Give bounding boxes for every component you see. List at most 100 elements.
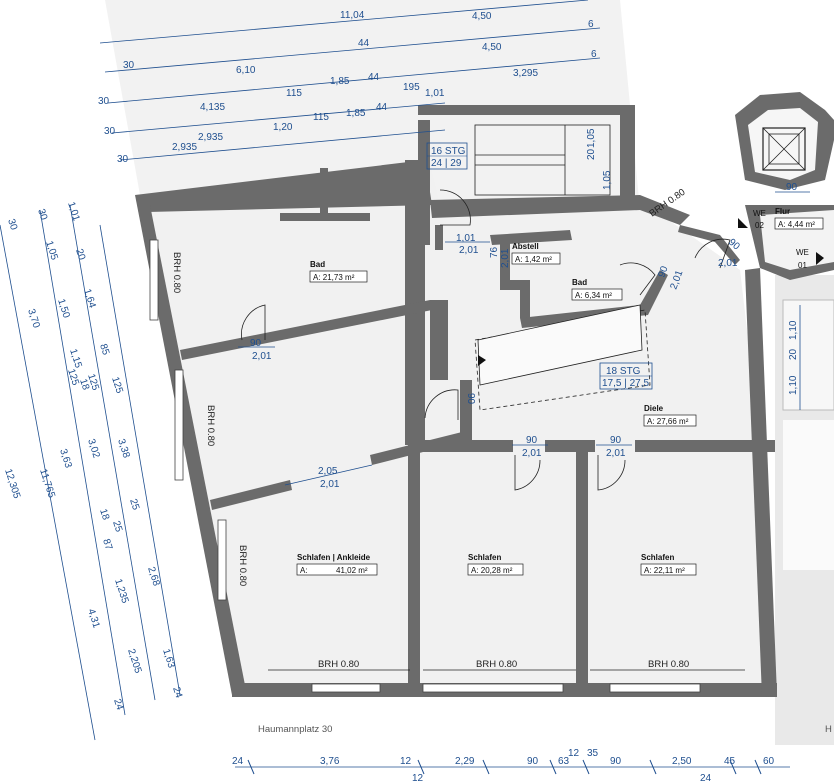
brh-bad-west: BRH 0.80 [171,252,182,293]
left-dim-12: 20 [73,248,87,262]
room-flur-area: A: 4,44 m² [778,220,815,229]
dim-top-11: 1,85 [330,76,350,87]
bottom-dim-4: 2,29 [455,756,475,767]
dim-top-16: 6 [591,49,597,60]
room-abstell-name: Abstell [512,242,539,251]
room-flur-name: Flur [775,207,790,216]
room-diele-name: Diele [644,404,664,413]
wall-west [135,195,245,695]
dim-top-10: 115 [286,88,302,99]
brh-bedroom-west: BRH 0.80 [237,545,248,586]
dim-top-8: 30 [98,96,110,107]
dim-top-17: 30 [104,126,116,137]
abstell-door-height: 2,01 [500,248,511,268]
dim-top-22: 44 [376,102,388,113]
dim-top-2: 4,50 [472,11,492,22]
stair-dim-2: 20 [586,148,597,160]
door-1-width: 90 [250,338,262,349]
wall-diele-left [460,380,472,440]
brh-bedroom-1-south: BRH 0.80 [318,659,359,670]
left-dim-14: 85 [97,343,111,357]
right-dims: 1,10 20 1,10 [788,305,801,410]
left-dim-15: 1,15 [67,348,84,370]
right-dim-1: 1,10 [788,320,799,340]
dim-top-24: 2,935 [172,142,197,153]
wall-abstell-bottom [500,280,530,290]
neighbor-room-2 [783,420,834,570]
left-dim-30: 24 [170,686,184,700]
neighbor-room [782,299,834,411]
left-dim-3: 12,305 [2,468,22,501]
wall-stair-top [418,105,628,115]
room-bad-large-name: Bad [310,260,325,269]
door-swings [241,189,731,491]
room-schlafen-mid-area: A: 20,28 m² [471,566,513,575]
bottom-dim-10: 2,50 [672,756,692,767]
bottom-dim-sub-2: 24 [700,773,712,781]
bottom-dim-5: 90 [527,756,539,767]
room-diele-area: A: 27,66 m² [647,417,689,426]
wall-bad-partition [320,168,328,213]
stair-dim-3: 1,05 [602,170,613,190]
wall-stair-outer [418,120,430,245]
left-dim-28: 2,68 [145,566,162,588]
unit-markers: WE 02 WE 01 [738,209,824,270]
stair-labels: 16 STG 24 | 29 18 STG 17,5 | 27,5 [426,142,653,390]
room-schlafen-right-name: Schlafen [641,553,674,562]
right-dim-2: 20 [788,348,799,360]
wall-bed-top-1 [408,440,513,452]
brh-bedroom-2-south: BRH 0.80 [476,659,517,670]
left-dim-2: 3,70 [25,308,42,330]
bottom-dim-1: 24 [232,756,244,767]
wall-bad-left [520,288,530,318]
room-schlafen-right-area: A: 22,11 m² [644,566,685,575]
bottom-dim-sub-1: 12 [412,773,424,781]
flur-skylight [762,127,806,171]
wall-bed-top-left [210,480,292,510]
wall-bed-top-3 [635,440,775,452]
room-abstell-area: A: 1,42 m² [515,255,552,264]
room-bad-large-area: A: 21,73 m² [313,273,355,282]
stair-upper-count: 16 STG [431,146,466,157]
dim-top-4: 6,10 [236,65,256,76]
wall-stair-right [620,105,635,205]
stair-upper-ratio: 24 | 29 [431,158,462,169]
left-dim-25: 125 [109,376,125,396]
bottom-dim-6: 63 [558,756,570,767]
left-dim-24: 24 [111,698,125,712]
left-dim-7: 125 [65,368,81,388]
door-5-width: 90 [610,435,622,446]
unit-we02-number: 02 [755,221,764,230]
room-schlafen-mid-name: Schlafen [468,553,501,562]
door-2-height: 2,01 [320,479,340,490]
wall-center [430,300,448,380]
left-dim-16: 125 [85,373,101,393]
left-dim-23: 2,205 [125,648,143,676]
dim-top-14: 1,01 [425,88,445,99]
door-3-height: 2,01 [459,245,479,256]
room-schlafen-ankleide-area-prefix: A: [300,566,308,575]
windows-south [268,669,745,693]
dim-top-21: 1,85 [346,108,366,119]
dim-top-18: 2,935 [198,132,223,143]
door-9-width: 90 [465,393,476,405]
top-dimension-chains: 11,04 4,50 30 6,10 44 4,50 6 30 4,135 11… [98,0,601,165]
room-schlafen-ankleide-name: Schlafen | Ankleide [297,553,371,562]
door-2-width: 2,05 [318,466,338,477]
wall-stair-bottom [430,195,690,225]
dim-top-20: 115 [313,112,329,123]
dimension-background [105,0,640,210]
left-dimension-chains: 30 3,70 12,305 30 1,05 1,50 125 3,63 11,… [0,201,184,741]
wall-entrance [678,225,740,265]
unit-we01-label: WE [796,248,809,257]
unit-we02-label: WE [753,209,766,218]
dim-top-6: 4,50 [482,42,502,53]
room-bad-small-name: Bad [572,278,587,287]
left-dim-22: 1,235 [112,578,130,606]
wall-abstell-top [490,230,572,245]
stair-lower [474,304,651,411]
door-7-height: 2,01 [718,258,738,269]
left-dim-27: 25 [127,498,141,512]
street-name-cut: H [825,724,832,735]
wall-bad-partition-h [280,213,370,221]
